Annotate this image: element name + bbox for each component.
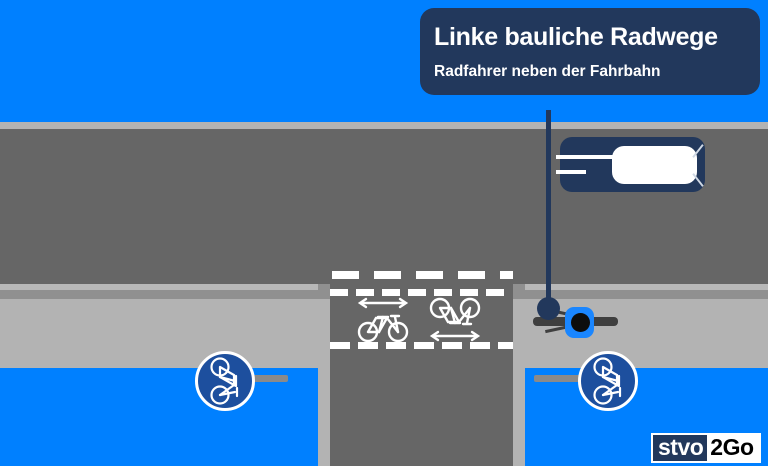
car-headlight-beam-upper xyxy=(556,155,618,159)
callout-subtitle: Radfahrer neben der Fahrbahn xyxy=(434,63,661,81)
stvo2go-logo: stvo 2Go xyxy=(651,433,761,463)
car-headlight-beam-lower xyxy=(556,170,586,174)
sign-pole-left xyxy=(243,375,288,382)
cross-street-kerb-right-dark xyxy=(513,284,525,299)
bicycle-road-marking-right-icon xyxy=(429,297,481,342)
callout-pointer-dot xyxy=(537,297,560,320)
callout-title: Linke bauliche Radwege xyxy=(434,23,718,51)
bicycle-sign-left-icon xyxy=(210,357,239,405)
bicycle-path-sign-right xyxy=(578,351,638,411)
bicycle-sign-right-icon xyxy=(593,357,622,405)
callout-box: Linke bauliche Radwege Radfahrer neben d… xyxy=(420,8,760,95)
cross-street-kerb-right xyxy=(513,284,525,466)
logo-text-stvo: stvo xyxy=(653,435,708,461)
bicycle-path-sign-left xyxy=(195,351,255,411)
cross-street-kerb-left-dark xyxy=(318,284,330,299)
cyclist-head xyxy=(571,313,590,332)
logo-text-2go: 2Go xyxy=(707,435,759,461)
callout-pointer-line xyxy=(546,110,551,318)
car-roof xyxy=(612,146,697,184)
upper-kerb-strip xyxy=(0,122,768,129)
cross-street-surface xyxy=(330,268,513,466)
sign-pole-right xyxy=(534,375,584,382)
bike-crossing-dashed-markings xyxy=(330,271,513,349)
bicycle-road-marking-left-icon xyxy=(357,297,409,342)
cross-street-kerb-left xyxy=(318,284,330,466)
